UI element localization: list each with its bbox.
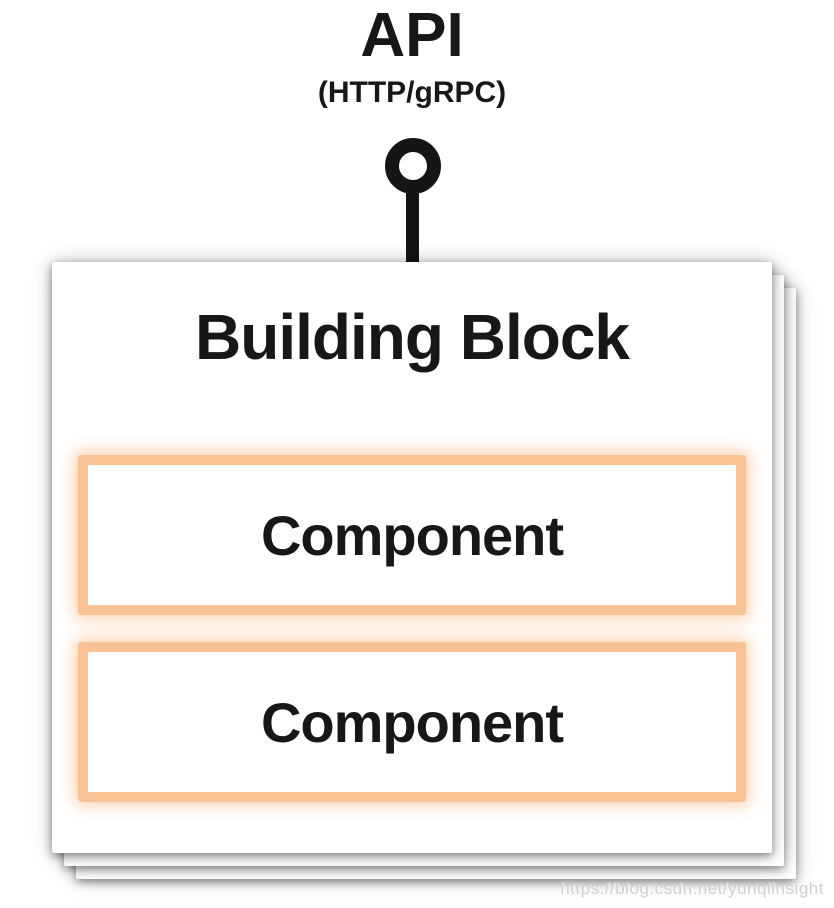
lollipop-circle-icon [385, 138, 441, 194]
api-protocol-label: (HTTP/gRPC) [317, 76, 507, 109]
building-block-title: Building Block [195, 301, 630, 373]
component-box: Component [78, 642, 746, 802]
api-label: API [360, 1, 464, 70]
watermark-url: https://blog.csdn.net/yunqiinsight [560, 879, 824, 898]
building-block-card: Building Block Component Component [52, 262, 772, 853]
component-label: Component [260, 690, 564, 754]
component-box: Component [78, 455, 746, 615]
lollipop-stem [406, 188, 419, 264]
component-label: Component [260, 503, 564, 567]
